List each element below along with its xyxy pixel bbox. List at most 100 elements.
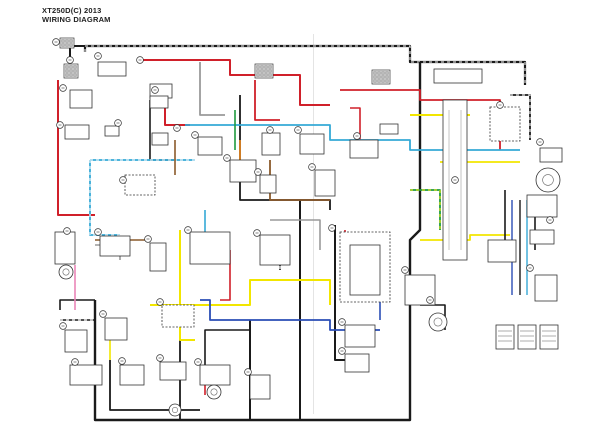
turn-signal-relay xyxy=(261,132,281,156)
handlebar-switch-connector-pin xyxy=(69,69,73,73)
main-switch-connector xyxy=(59,37,75,49)
handlebar-switch-right xyxy=(259,234,291,266)
model-title: XT250D(C) 2013 xyxy=(42,6,102,15)
neutral-switch-connector xyxy=(349,139,379,159)
legend-block-2 xyxy=(517,324,537,350)
headlight-connector-pin xyxy=(264,73,268,77)
meter-light xyxy=(539,147,563,163)
diagram-subtitle: WIRING DIAGRAM xyxy=(42,15,111,24)
main-switch-connector-pin xyxy=(69,43,73,47)
wire-gray xyxy=(270,219,321,250)
fuel-sender xyxy=(428,312,448,332)
wire-black xyxy=(93,62,422,422)
handlebar-switch-connector-pin xyxy=(65,69,69,73)
tail-light-connector xyxy=(371,69,391,85)
speedometer-inner xyxy=(542,174,554,186)
wire-stripe-yellow xyxy=(410,189,441,230)
handlebar-switch-connector-pin xyxy=(73,69,77,73)
stator-coil xyxy=(58,264,74,280)
starter-relay xyxy=(97,61,127,77)
wire-blue xyxy=(200,299,380,331)
headlight-connector-pin xyxy=(264,65,268,69)
wire-sky_blue xyxy=(89,160,120,236)
wire-yellow xyxy=(179,230,195,341)
diagram-title-block: XT250D(C) 2013 WIRING DIAGRAM xyxy=(42,6,111,24)
headlight-connector-pin xyxy=(260,69,264,73)
wire-red xyxy=(350,107,361,140)
wire-yellow xyxy=(150,279,331,306)
front-brake-light-switch xyxy=(99,235,131,257)
headlight-connector-pin xyxy=(256,73,260,77)
front-turn-signals xyxy=(529,229,555,245)
horn xyxy=(299,133,325,155)
headlight-connector-pin xyxy=(268,69,272,73)
tail-light-connector-pin xyxy=(377,79,381,83)
handlebar-switch-connector-pin xyxy=(65,65,69,69)
tail-light-connector-pin xyxy=(377,71,381,75)
fuse-panel xyxy=(349,244,381,296)
meter-assembly-connector xyxy=(433,68,483,84)
main-switch-connector-pin xyxy=(61,39,65,43)
headlight-connector-pin xyxy=(268,73,272,77)
wire-black xyxy=(334,225,345,361)
stator-coil-inner xyxy=(62,268,70,276)
intake-air-pressure-sensor xyxy=(119,364,145,386)
headlight-unit xyxy=(534,274,558,302)
speed-sensor xyxy=(64,329,88,353)
tail-light-connector-pin xyxy=(373,71,377,75)
headlight-connector-pin xyxy=(256,69,260,73)
main-switch-connector-pin xyxy=(65,39,69,43)
headlight-connector xyxy=(254,63,274,79)
callout-layer xyxy=(52,38,554,376)
component-layer xyxy=(54,37,563,417)
headlight-connector-pin xyxy=(256,65,260,69)
main-switch-connector-pin xyxy=(65,43,69,47)
page-fold xyxy=(313,34,314,414)
main-switch-connector-pin xyxy=(61,43,65,47)
wire-green xyxy=(410,189,441,230)
clutch-switch xyxy=(344,353,370,373)
handlebar-switch-connector-pin xyxy=(73,65,77,69)
throttle-position-sensor xyxy=(161,304,195,328)
wire-red xyxy=(220,250,231,301)
wire-black xyxy=(204,329,250,380)
tail-light-connector-pin xyxy=(381,75,385,79)
wire-brown xyxy=(269,160,330,201)
main-fuse xyxy=(104,125,120,137)
pickup-coil xyxy=(149,242,167,272)
ignition-coil xyxy=(149,95,169,109)
handlebar-switch-connector-pin xyxy=(73,73,77,77)
tail-light-connector-pin xyxy=(385,75,389,79)
spark-plug-cap xyxy=(151,132,169,146)
tail-light-connector-pin xyxy=(385,79,389,83)
fuel-sender-inner xyxy=(433,317,443,327)
tail-lamp-inner xyxy=(172,406,179,413)
headlight-relay xyxy=(197,136,223,156)
wire-black xyxy=(59,299,95,310)
horn-unit xyxy=(206,384,222,400)
injector xyxy=(69,364,103,386)
tail-light-connector-pin xyxy=(373,75,377,79)
main-switch-connector-body xyxy=(59,37,75,49)
speedometer xyxy=(535,167,561,193)
crankshaft-position-sensor xyxy=(104,317,128,341)
wire-stripe-white xyxy=(510,94,531,140)
wire-layer xyxy=(57,44,536,422)
handlebar-switch-connector-pin xyxy=(69,65,73,69)
headlight-connector-pin xyxy=(268,65,272,69)
tail-lamp xyxy=(168,403,182,417)
rear-turn-signals xyxy=(526,194,558,218)
wire-gray xyxy=(199,62,225,116)
license-plate-light xyxy=(487,239,517,263)
turn-signal-indicator xyxy=(489,106,521,142)
main-switch-connector-pin xyxy=(69,39,73,43)
tail-light-connector-pin xyxy=(381,71,385,75)
intake-air-temperature-sensor xyxy=(159,361,187,381)
thermo-sensor xyxy=(259,174,277,194)
tail-light-connector-pin xyxy=(377,75,381,79)
rear-brake-light-switch xyxy=(54,231,76,265)
handlebar-switch-connector-pin xyxy=(65,73,69,77)
handlebar-switch-connector xyxy=(63,63,79,79)
